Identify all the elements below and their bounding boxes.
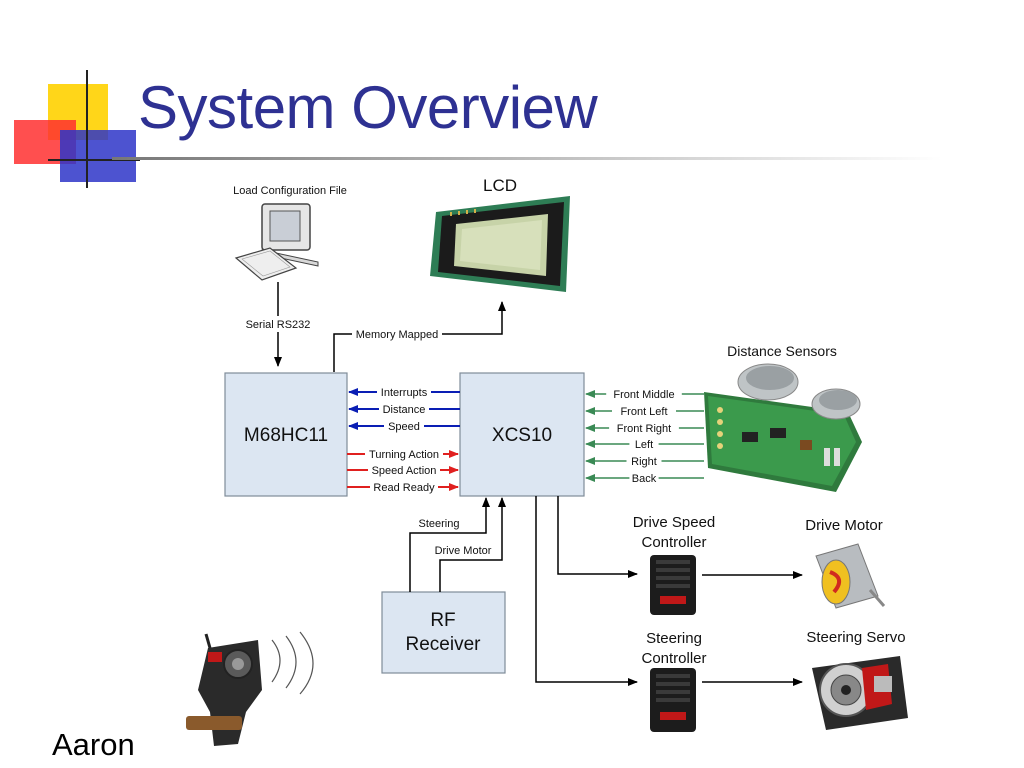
lcd-image — [430, 196, 570, 292]
speed-label: Speed — [388, 421, 420, 433]
xcs10-to-steering-controller-link — [535, 496, 638, 686]
pc-label: Load Configuration File — [233, 185, 347, 197]
sensor-link-right: Right — [585, 454, 704, 468]
read-ready-label: Read Ready — [373, 482, 435, 494]
sensor-link-label: Front Left — [620, 406, 667, 418]
turning-action-link: Turning Action — [347, 447, 459, 461]
xcs10-label: XCS10 — [492, 425, 552, 446]
sensor-link-left: Left — [585, 437, 704, 451]
computer-icon — [234, 203, 319, 281]
sensor-link-front-left: Front Left — [585, 404, 704, 418]
lcd-label: LCD — [483, 176, 517, 195]
sensor-link-back: Back — [585, 471, 704, 485]
read-ready-link: Read Ready — [347, 480, 459, 494]
title-underline — [112, 157, 942, 160]
turning-action-label: Turning Action — [369, 449, 439, 461]
steering-label: Steering — [419, 518, 460, 530]
m68hc11-block — [224, 372, 348, 497]
interrupts-label: Interrupts — [381, 387, 428, 399]
sensor-link-front-right: Front Right — [585, 421, 704, 435]
sensor-link-front-middle: Front Middle — [585, 387, 704, 401]
radio-waves-icon — [271, 631, 314, 695]
steering-controller-image — [650, 668, 696, 732]
distance-link: Distance — [348, 402, 460, 416]
interrupts-link: Interrupts — [348, 385, 460, 399]
memory-mapped-label: Memory Mapped — [356, 329, 439, 341]
steering-servo-image — [812, 656, 908, 730]
speed-action-link: Speed Action — [347, 463, 459, 477]
serial-label: Serial RS232 — [246, 319, 311, 331]
distance-sensors-label: Distance Sensors — [727, 343, 837, 359]
rf-receiver-block — [381, 591, 506, 674]
rf-receiver-label-line1: RF — [430, 610, 455, 631]
xcs10-block — [459, 372, 585, 497]
slide-title: System Overview — [138, 74, 598, 141]
drive-motor-image — [815, 543, 886, 609]
speed-link: Speed — [348, 419, 460, 433]
rf-receiver-label-line2: Receiver — [406, 634, 482, 655]
distance-label: Distance — [383, 404, 426, 416]
rc-transmitter-image — [186, 633, 262, 746]
corner-decoration — [14, 70, 140, 188]
drive-motor-label: Drive Motor — [805, 517, 883, 534]
sensor-link-label: Front Right — [617, 423, 671, 435]
drive-speed-controller-label-line2: Controller — [641, 534, 706, 551]
sensor-link-label: Right — [631, 456, 657, 468]
drive-speed-controller-label-line1: Drive Speed — [633, 514, 716, 531]
steering-servo-label: Steering Servo — [806, 629, 905, 646]
drive-speed-controller-image — [650, 555, 696, 615]
sensor-link-label: Left — [635, 439, 653, 451]
presenter-name: Aaron — [52, 727, 135, 762]
drive-motor-link — [439, 497, 506, 592]
m68hc11-label: M68HC11 — [244, 425, 328, 446]
distance-sensor-image — [704, 363, 862, 492]
steering-controller-label-line2: Controller — [641, 650, 706, 667]
steering-link — [409, 497, 490, 592]
speed-action-label: Speed Action — [372, 465, 437, 477]
blue-square — [60, 130, 136, 182]
drive-motor-link-label: Drive Motor — [435, 545, 492, 557]
sensor-link-label: Front Middle — [613, 389, 674, 401]
sensor-link-label: Back — [632, 473, 657, 485]
steering-controller-label-line1: Steering — [646, 630, 702, 647]
xcs10-to-drive-controller-link — [557, 496, 638, 578]
